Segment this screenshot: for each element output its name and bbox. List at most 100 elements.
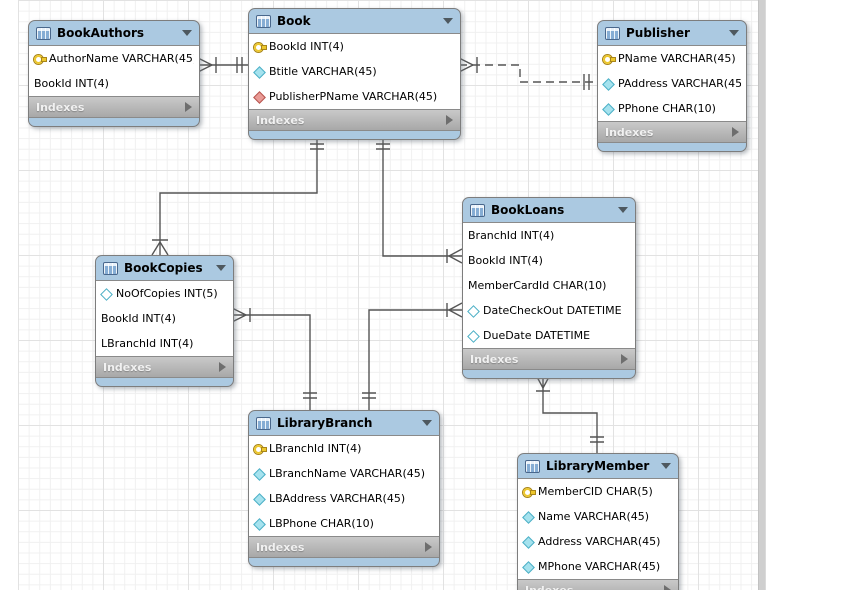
table-librarybranch[interactable]: LibraryBranch LBranchId INT(4)LBranchNam… — [248, 410, 440, 567]
field-text: AuthorName VARCHAR(45) — [49, 52, 194, 65]
table-footer — [463, 370, 635, 378]
field-bookid[interactable]: BookId INT(4) — [96, 306, 233, 331]
relationship-librarybranch-bookloans[interactable] — [362, 302, 463, 410]
indexes-bar[interactable]: Indexes — [96, 357, 233, 378]
field-lbranchname[interactable]: LBranchName VARCHAR(45) — [249, 461, 439, 486]
table-icon — [36, 26, 51, 40]
field-bookid[interactable]: BookId INT(4) — [463, 248, 635, 273]
relationship-bookauthors-book[interactable] — [197, 57, 248, 73]
expand-icon — [185, 102, 192, 112]
field-text: MemberCID CHAR(5) — [538, 485, 653, 498]
diamond-icon — [603, 79, 613, 89]
indexes-bar[interactable]: Indexes — [249, 110, 460, 131]
indexes-bar[interactable]: Indexes — [598, 122, 746, 143]
indexes-label: Indexes — [525, 583, 574, 590]
field-branchid[interactable]: BranchId INT(4) — [463, 223, 635, 248]
diamond-red-icon — [254, 92, 264, 102]
table-librarymember[interactable]: LibraryMember MemberCID CHAR(5) Name VARC… — [517, 453, 679, 590]
field-pphone[interactable]: PPhone CHAR(10) — [598, 96, 746, 121]
indexes-bar[interactable]: Indexes — [463, 349, 635, 370]
field-address[interactable]: Address VARCHAR(45) — [518, 529, 678, 554]
table-bookauthors[interactable]: BookAuthors AuthorName VARCHAR(45) BookId… — [28, 20, 200, 127]
table-header[interactable]: BookAuthors — [29, 21, 199, 45]
field-list: MemberCID CHAR(5) Name VARCHAR(45)Address… — [518, 478, 678, 580]
field-membercardid[interactable]: MemberCardId CHAR(10) — [463, 273, 635, 298]
field-lbranchid[interactable]: LBranchId INT(4) — [96, 331, 233, 356]
primary-key-icon — [34, 54, 46, 64]
field-pname[interactable]: PName VARCHAR(45) — [598, 46, 746, 71]
field-lbranchid[interactable]: LBranchId INT(4) — [249, 436, 439, 461]
collapse-icon[interactable] — [182, 30, 192, 36]
page-edge-bar — [758, 0, 766, 590]
table-icon — [470, 203, 485, 217]
table-header[interactable]: BookCopies — [96, 256, 233, 280]
collapse-icon[interactable] — [618, 207, 628, 213]
table-book[interactable]: Book BookId INT(4)Btitle VARCHAR(45)Publ… — [248, 8, 461, 140]
collapse-icon[interactable] — [443, 18, 453, 24]
table-icon — [605, 26, 620, 40]
indexes-bar[interactable]: Indexes — [249, 537, 439, 558]
field-name[interactable]: Name VARCHAR(45) — [518, 504, 678, 529]
field-paddress[interactable]: PAddress VARCHAR(45) — [598, 71, 746, 96]
collapse-icon[interactable] — [422, 420, 432, 426]
relationship-book-publisher[interactable] — [458, 57, 597, 90]
primary-key-icon — [254, 42, 266, 52]
diamond-icon — [254, 469, 264, 479]
field-bookid[interactable]: BookId INT(4) — [249, 34, 460, 59]
field-mphone[interactable]: MPhone VARCHAR(45) — [518, 554, 678, 579]
collapse-icon[interactable] — [216, 265, 226, 271]
relationship-book-bookloans[interactable] — [376, 135, 463, 264]
field-noofcopies[interactable]: NoOfCopies INT(5) — [96, 281, 233, 306]
expand-icon — [732, 127, 739, 137]
collapse-icon[interactable] — [729, 30, 739, 36]
field-duedate[interactable]: DueDate DATETIME — [463, 323, 635, 348]
collapse-icon[interactable] — [661, 463, 671, 469]
table-publisher[interactable]: Publisher PName VARCHAR(45) PAddress VARC… — [597, 20, 747, 152]
table-header[interactable]: Book — [249, 9, 460, 33]
table-header[interactable]: LibraryBranch — [249, 411, 439, 435]
table-header[interactable]: LibraryMember — [518, 454, 678, 478]
table-bookloans[interactable]: BookLoans BranchId INT(4) BookId INT(4)Me… — [462, 197, 636, 379]
field-text: BranchId INT(4) — [468, 229, 555, 242]
primary-key-icon — [523, 487, 535, 497]
field-list: NoOfCopies INT(5) BookId INT(4) LBranchId … — [96, 280, 233, 357]
field-btitle[interactable]: Btitle VARCHAR(45) — [249, 59, 460, 84]
table-header[interactable]: Publisher — [598, 21, 746, 45]
indexes-label: Indexes — [470, 352, 519, 366]
field-text: PName VARCHAR(45) — [618, 52, 736, 65]
field-publisherpname[interactable]: PublisherPName VARCHAR(45) — [249, 84, 460, 109]
table-header[interactable]: BookLoans — [463, 198, 635, 222]
table-title: BookAuthors — [57, 26, 145, 40]
field-list: BookId INT(4)Btitle VARCHAR(45)Publisher… — [249, 33, 460, 110]
diamond-icon — [523, 562, 533, 572]
relationship-bookloans-librarymember[interactable] — [535, 374, 604, 453]
diamond-icon — [523, 512, 533, 522]
indexes-label: Indexes — [36, 100, 85, 114]
field-datecheckout[interactable]: DateCheckOut DATETIME — [463, 298, 635, 323]
relationship-book-bookcopies[interactable] — [151, 135, 324, 256]
field-text: MPhone VARCHAR(45) — [538, 560, 661, 573]
field-text: DateCheckOut DATETIME — [483, 304, 622, 317]
indexes-label: Indexes — [103, 360, 152, 374]
indexes-bar[interactable]: Indexes — [29, 97, 199, 118]
indexes-bar[interactable]: Indexes — [518, 580, 678, 590]
relationship-bookcopies-librarybranch[interactable] — [231, 307, 317, 410]
field-membercid[interactable]: MemberCID CHAR(5) — [518, 479, 678, 504]
table-icon — [103, 261, 118, 275]
indexes-label: Indexes — [256, 540, 305, 554]
field-lbphone[interactable]: LBPhone CHAR(10) — [249, 511, 439, 536]
field-authorname[interactable]: AuthorName VARCHAR(45) — [29, 46, 199, 71]
table-footer — [96, 378, 233, 386]
table-title: BookCopies — [124, 261, 203, 275]
indexes-label: Indexes — [605, 125, 654, 139]
table-footer — [249, 558, 439, 566]
field-text: LBAddress VARCHAR(45) — [269, 492, 406, 505]
field-bookid[interactable]: BookId INT(4) — [29, 71, 199, 96]
table-bookcopies[interactable]: BookCopies NoOfCopies INT(5) BookId INT(4… — [95, 255, 234, 387]
field-text: BookId INT(4) — [101, 312, 176, 325]
field-lbaddress[interactable]: LBAddress VARCHAR(45) — [249, 486, 439, 511]
diamond-outline-icon — [468, 331, 478, 341]
diamond-icon — [603, 104, 613, 114]
field-text: BookId INT(4) — [34, 77, 109, 90]
